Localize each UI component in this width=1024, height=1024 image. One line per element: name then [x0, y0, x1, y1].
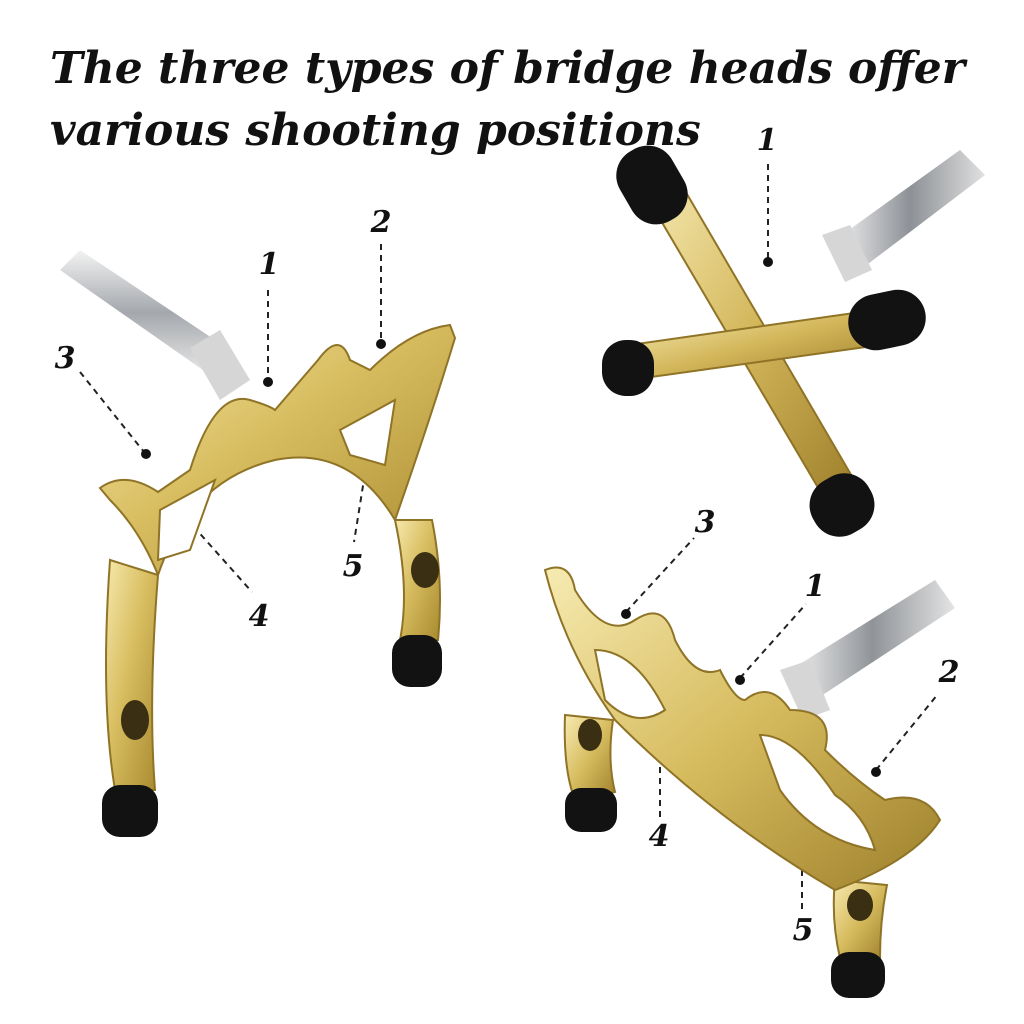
cross-bridge-head-image [600, 130, 1000, 550]
swan-callout-4: 4 [648, 819, 670, 854]
spider-callout-4: 4 [248, 599, 270, 634]
spider-bridge-head-image [40, 230, 480, 850]
swan-callout-5: 5 [792, 913, 814, 948]
swan-bridge-illustration [543, 566, 955, 998]
spider-callout-1: 1 [258, 247, 280, 282]
swan-callout-2: 2 [938, 655, 960, 690]
spider-callout-3: 3 [54, 341, 76, 376]
spider-callout-5: 5 [342, 549, 364, 584]
swan-callout-1: 1 [804, 569, 826, 604]
cross-bridge-illustration [602, 145, 985, 537]
swan-callout-3: 3 [694, 505, 716, 540]
spider-bridge-illustration [60, 250, 457, 837]
headline: The three types of bridge heads offer va… [50, 43, 965, 156]
spider-callout-2: 2 [370, 205, 392, 240]
cross-callout-1: 1 [756, 123, 778, 158]
swan-bridge-head-image [535, 560, 975, 1010]
